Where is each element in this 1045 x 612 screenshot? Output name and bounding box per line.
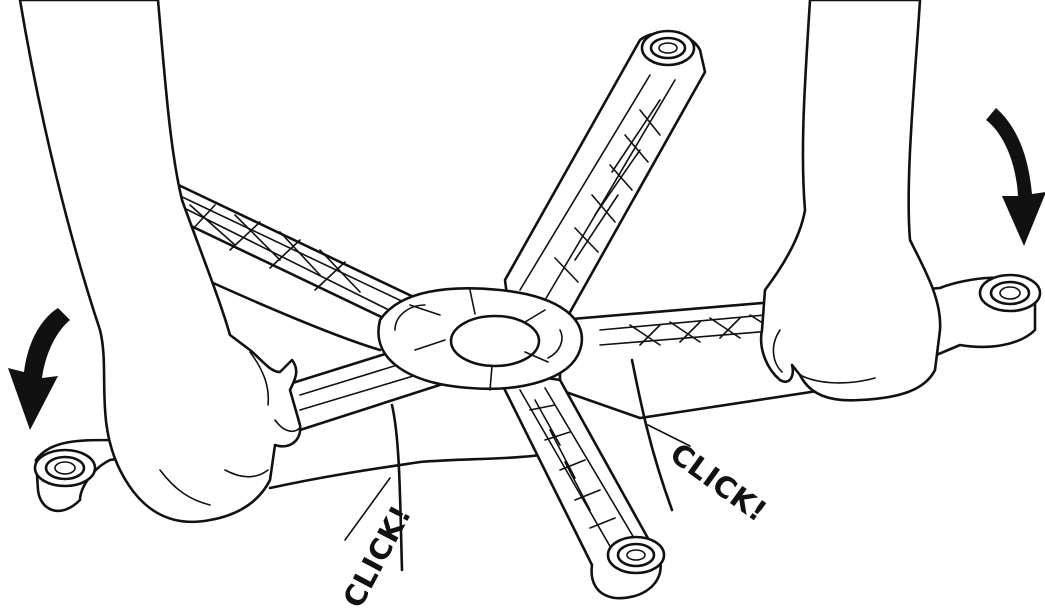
gas-lift-socket — [451, 316, 539, 366]
click-label-left: CLICK! — [336, 500, 418, 612]
click-indicator-left: CLICK! — [336, 405, 418, 612]
rotate-down-left-arrow-icon — [8, 308, 70, 430]
right-hand-and-arm — [761, 0, 940, 400]
click-label-right: CLICK! — [664, 436, 773, 528]
rotate-down-right-arrow-icon — [986, 108, 1045, 246]
base-hub — [378, 288, 581, 390]
base-arm-top-right — [505, 31, 705, 330]
